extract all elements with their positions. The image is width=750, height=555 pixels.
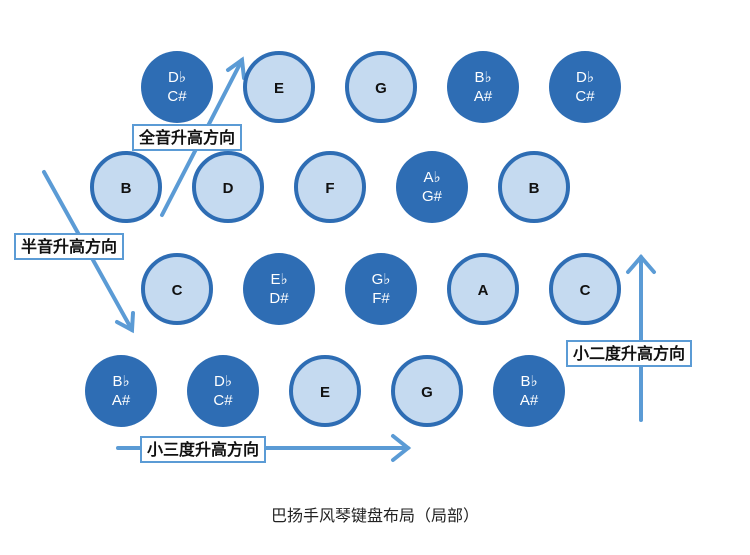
key-r1-c2: E: [243, 51, 315, 123]
key-circle: [493, 355, 565, 427]
key-circle: [243, 253, 315, 325]
key-note-label: D♭: [168, 69, 186, 86]
key-circle: [141, 51, 213, 123]
key-r4-c1: B♭ A#: [85, 355, 157, 427]
key-note-label: A♭: [423, 169, 440, 186]
key-circle: [192, 151, 264, 223]
key-note-label: A#: [112, 392, 131, 409]
key-circle: [396, 151, 468, 223]
key-circle: [187, 355, 259, 427]
key-note-label: D♭: [576, 69, 594, 86]
key-r4-c4: G: [391, 355, 463, 427]
key-circle: [345, 253, 417, 325]
minor-second-label: 小二度升高方向: [566, 340, 693, 368]
key-circle: [498, 151, 570, 223]
key-note-label: E: [274, 80, 284, 97]
key-note-label: D#: [269, 290, 289, 307]
diagram-caption: 巴扬手风琴键盘布局（局部）: [270, 506, 479, 525]
key-note-label: B♭: [112, 373, 129, 390]
key-note-label: A#: [520, 392, 539, 409]
key-r1-c5: D♭ C#: [549, 51, 621, 123]
key-note-label: F#: [372, 290, 390, 307]
key-r1-c4: B♭ A#: [447, 51, 519, 123]
key-circle: [243, 51, 315, 123]
key-note-label: D♭: [214, 373, 232, 390]
key-note-label: F: [325, 180, 334, 197]
key-note-label: A#: [474, 88, 493, 105]
key-r3-c5: C: [549, 253, 621, 325]
key-note-label: G#: [422, 188, 443, 205]
semitone-label: 半音升高方向: [14, 233, 125, 261]
key-note-label: C: [172, 282, 183, 299]
key-r1-c3: G: [345, 51, 417, 123]
key-r4-c3: E: [289, 355, 361, 427]
key-note-label: B♭: [474, 69, 491, 86]
key-note-label: G: [375, 80, 387, 97]
keys-layer: D♭ C# E G B♭ A# D♭ C# B D F A♭ G# B C E♭ D# G♭ F# A C B♭ A# D♭ C…: [85, 51, 621, 427]
key-circle: [294, 151, 366, 223]
key-r2-c3: F: [294, 151, 366, 223]
key-r3-c1: C: [141, 253, 213, 325]
key-circle: [447, 253, 519, 325]
key-note-label: B: [529, 180, 540, 197]
key-note-label: C#: [167, 88, 187, 105]
key-r2-c5: B: [498, 151, 570, 223]
key-note-label: D: [223, 180, 234, 197]
key-r4-c5: B♭ A#: [493, 355, 565, 427]
key-circle: [85, 355, 157, 427]
key-r3-c4: A: [447, 253, 519, 325]
whole-tone-label: 全音升高方向: [132, 124, 243, 152]
key-note-label: E: [320, 384, 330, 401]
key-note-label: C: [580, 282, 591, 299]
key-circle: [549, 51, 621, 123]
key-circle: [289, 355, 361, 427]
key-circle: [549, 253, 621, 325]
key-note-label: G♭: [372, 271, 391, 288]
key-r2-c4: A♭ G#: [396, 151, 468, 223]
key-r2-c1: B: [90, 151, 162, 223]
key-r2-c2: D: [192, 151, 264, 223]
key-circle: [141, 253, 213, 325]
key-r1-c1: D♭ C#: [141, 51, 213, 123]
key-note-label: G: [421, 384, 433, 401]
key-note-label: C#: [213, 392, 233, 409]
key-note-label: E♭: [270, 271, 287, 288]
minor-second-arrow: [626, 253, 656, 422]
key-r3-c3: G♭ F#: [345, 253, 417, 325]
key-note-label: B♭: [520, 373, 537, 390]
key-circle: [90, 151, 162, 223]
key-circle: [447, 51, 519, 123]
key-r3-c2: E♭ D#: [243, 253, 315, 325]
key-note-label: A: [478, 282, 489, 299]
minor-third-label: 小三度升高方向: [140, 436, 267, 464]
key-note-label: C#: [575, 88, 595, 105]
key-circle: [391, 355, 463, 427]
key-r4-c2: D♭ C#: [187, 355, 259, 427]
key-circle: [345, 51, 417, 123]
key-note-label: B: [121, 180, 132, 197]
